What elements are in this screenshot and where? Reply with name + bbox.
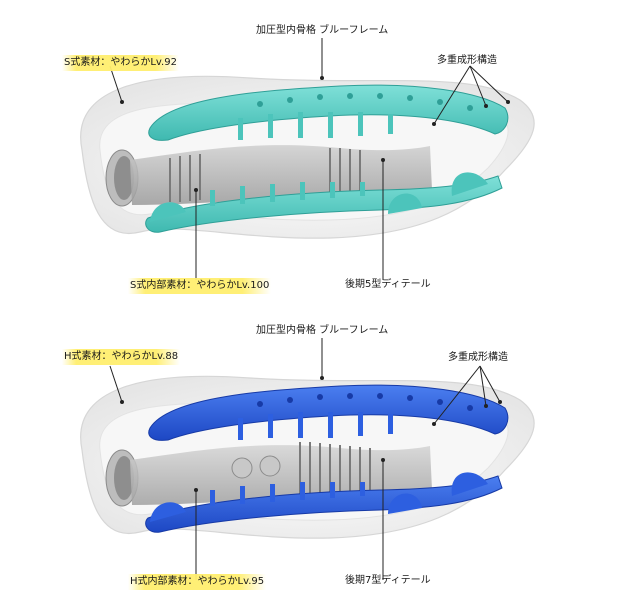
cutaway-illustration [80, 38, 535, 280]
inner-knobs [231, 455, 281, 479]
inner-core [130, 145, 432, 205]
cutaway-illustration [80, 338, 535, 580]
label-multi-molding: 多重成形構造 [437, 55, 497, 66]
nub-center [388, 193, 422, 214]
label-inner-material: H式内部素材：やわらかLv.95 [128, 574, 267, 590]
nub-left [150, 502, 186, 522]
frame-fins [238, 112, 393, 140]
diagram-panel-s-type: 加圧型内骨格 ブルーフレーム S式素材：やわらかLv.92 多重成形構造 S式内… [62, 25, 535, 294]
frame-bottom-fins [210, 482, 365, 506]
nub-left [150, 202, 186, 222]
leader-lines [109, 38, 509, 280]
label-frame: 加圧型内骨格 ブルーフレーム [256, 25, 389, 36]
nub-right [451, 472, 488, 496]
label-outer-material: H式素材：やわらかLv.88 [62, 349, 181, 365]
nub-right [451, 172, 488, 196]
label-frame: 加圧型内骨格 ブルーフレーム [256, 325, 389, 336]
label-outer-material: S式素材：やわらかLv.92 [62, 55, 179, 71]
label-multi-molding: 多重成形構造 [448, 352, 508, 363]
nub-center [388, 493, 422, 514]
inner-core [130, 445, 432, 505]
label-detail: 後期7型ディテール [345, 575, 431, 586]
label-detail: 後期5型ディテール [345, 279, 431, 290]
frame-fins [238, 412, 393, 440]
frame-holes [257, 93, 473, 111]
frame-bottom-fins [210, 182, 365, 206]
leader-lines [109, 338, 501, 580]
diagram-panel-h-type: 加圧型内骨格 ブルーフレーム H式素材：やわらかLv.88 多重成形構造 H式内… [0, 300, 620, 600]
frame-holes [257, 393, 473, 411]
label-inner-material: S式内部素材：やわらかLv.100 [128, 278, 272, 294]
